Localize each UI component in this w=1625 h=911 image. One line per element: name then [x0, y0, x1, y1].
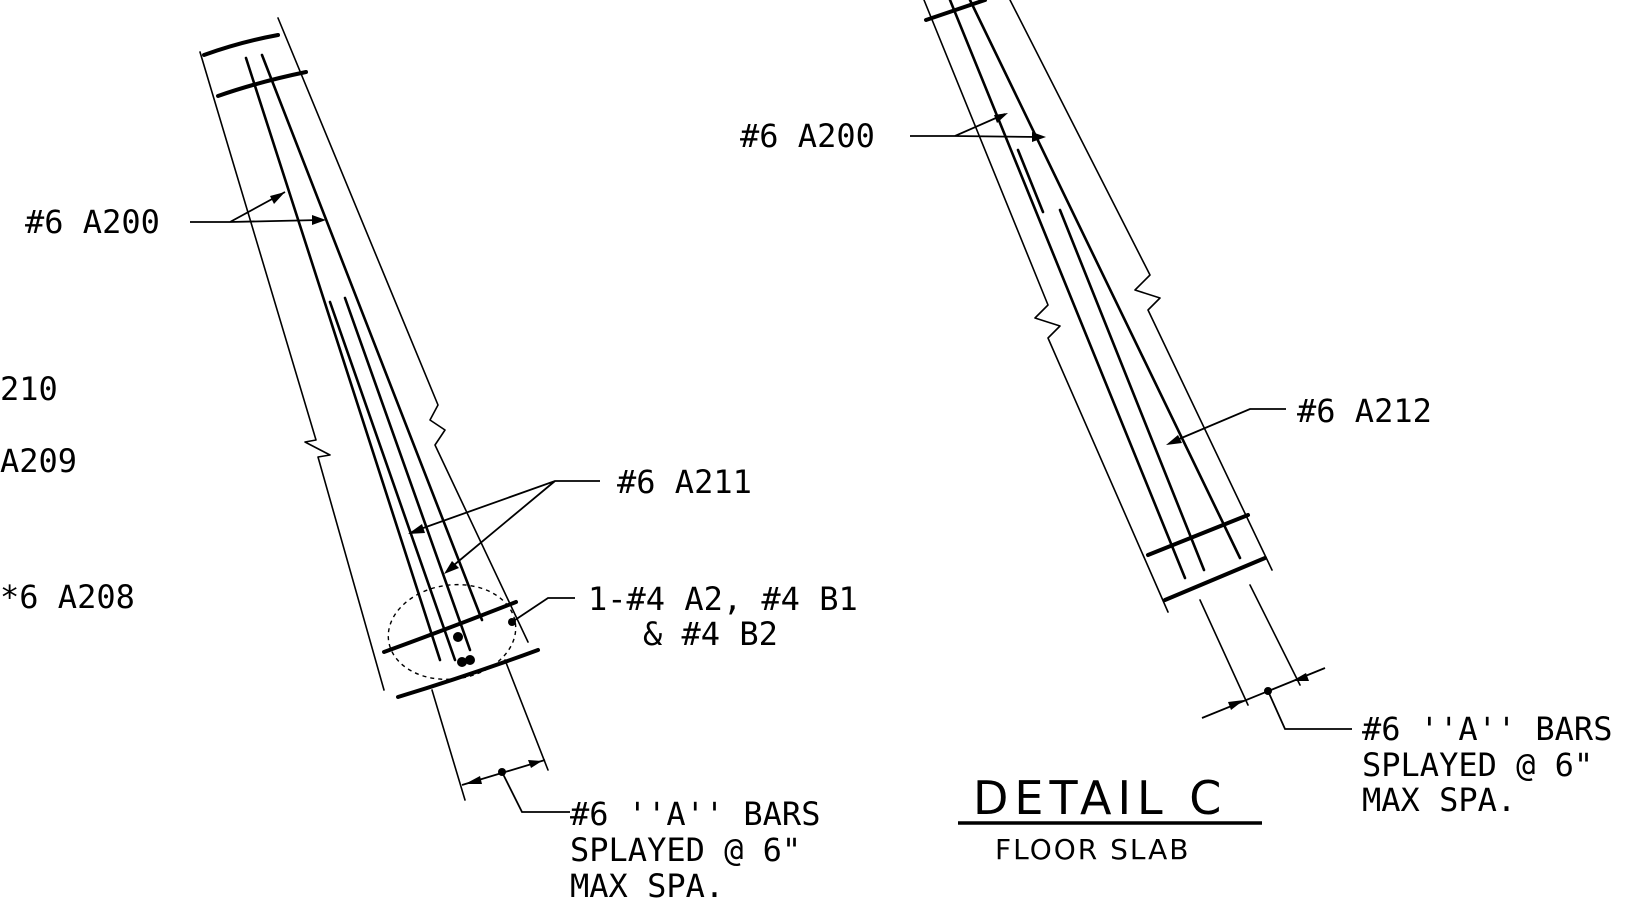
left-a208-label: *6 A208	[0, 578, 135, 616]
left-bottom-slab-1	[382, 600, 518, 654]
left-a209-label: A209	[0, 442, 77, 480]
right-splay-line1: #6 ''A'' BARS	[1362, 710, 1612, 748]
right-bar-1	[948, 0, 1187, 580]
right-a200-arrow-2	[1032, 132, 1046, 142]
right-a200-arrow-1	[994, 113, 1008, 123]
right-top-slab-1	[924, 0, 987, 22]
left-dim-arrow-1	[465, 776, 482, 784]
right-bar-2	[968, 0, 1242, 560]
detail-subtitle: FLOOR SLAB	[995, 833, 1191, 866]
left-a210-label: 210	[0, 370, 58, 408]
left-note-line1: 1-#4 A2, #4 B1	[588, 580, 858, 618]
left-note-line2: & #4 B2	[643, 615, 778, 653]
left-a200-arrow-1	[270, 192, 285, 204]
left-bottom-slab-2	[396, 648, 540, 699]
right-a200-leader	[910, 113, 1041, 138]
left-bar-dot-3	[465, 655, 475, 665]
right-bottom-slab-2	[1163, 556, 1267, 602]
left-splay-line2: SPLAYED @ 6"	[570, 831, 801, 869]
right-dim-arrow-1	[1228, 700, 1244, 710]
left-ext-1	[431, 689, 466, 801]
left-a211-arrow-2	[444, 561, 459, 574]
right-ext-2	[1249, 584, 1301, 686]
left-note-leader	[511, 597, 575, 623]
left-top-slab-2	[216, 70, 308, 98]
left-a200-arrow-2	[312, 215, 326, 225]
left-wall-outer-left	[199, 51, 385, 691]
left-bar-dot-2	[457, 657, 467, 667]
right-a212-leader	[1171, 408, 1286, 443]
right-bar-a212-2	[1016, 148, 1045, 214]
right-a200-label: #6 A200	[740, 117, 875, 155]
right-dim-arrow-2	[1292, 673, 1309, 681]
left-bar-a200-1	[244, 56, 442, 662]
left-top-slab-1	[202, 33, 280, 57]
right-section	[910, 0, 1352, 825]
detail-title: DETAIL C	[973, 771, 1227, 825]
left-dim-arrow-2	[528, 760, 542, 768]
right-splay-line3: MAX SPA.	[1362, 781, 1516, 819]
left-bar-a211-2	[343, 296, 472, 652]
left-splay-line1: #6 ''A'' BARS	[570, 795, 820, 833]
right-splay-line2: SPLAYED @ 6"	[1362, 746, 1593, 784]
right-bottom-slab-1	[1146, 513, 1250, 557]
right-a212-label: #6 A212	[1297, 392, 1432, 430]
left-a211-arrow-1	[408, 524, 425, 534]
left-ext-2	[504, 659, 549, 771]
right-splay-leader	[1267, 690, 1352, 730]
left-detail-circle	[387, 583, 517, 681]
right-ext-1	[1199, 599, 1249, 706]
left-splay-leader	[501, 771, 570, 813]
left-splay-line3: MAX SPA.	[570, 867, 724, 905]
left-section	[190, 17, 600, 813]
left-bar-a211-1	[328, 300, 457, 662]
right-wall-outer-right	[1009, 0, 1273, 571]
right-a212-arrow	[1166, 435, 1182, 445]
left-a200-leader	[190, 191, 321, 223]
left-bar-dot-1	[453, 632, 463, 642]
right-bar-a212-1	[1058, 208, 1206, 572]
left-a211-label: #6 A211	[617, 463, 752, 501]
left-wall-outer-right	[277, 17, 529, 643]
left-a200-label: #6 A200	[25, 203, 160, 241]
left-bar-a200-2	[260, 53, 484, 622]
left-a211-leader	[411, 480, 600, 571]
right-wall-outer-left	[923, 0, 1169, 613]
